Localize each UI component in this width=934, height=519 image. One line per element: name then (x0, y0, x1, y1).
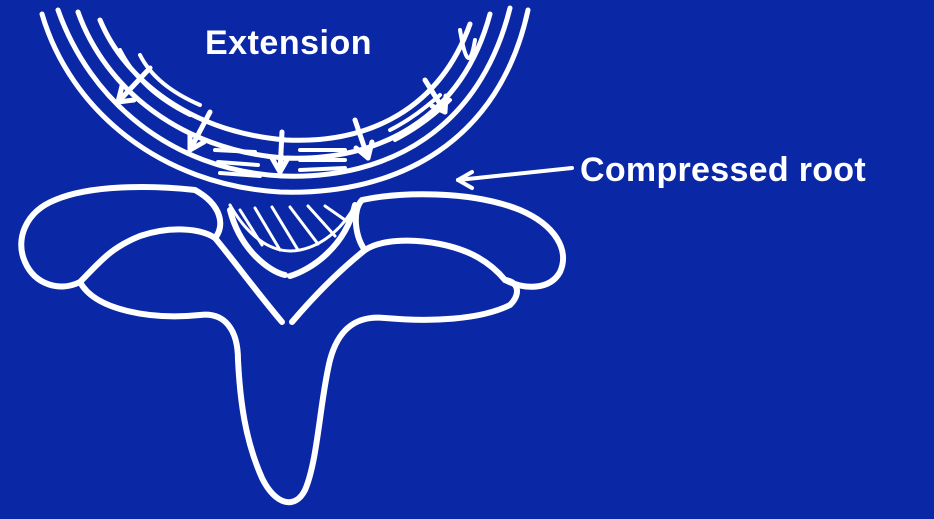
compressed-root-pointer (458, 168, 572, 188)
compressed-root-label: Compressed root (580, 151, 866, 190)
posterior-arch (21, 187, 563, 502)
extension-label: Extension (205, 24, 372, 63)
